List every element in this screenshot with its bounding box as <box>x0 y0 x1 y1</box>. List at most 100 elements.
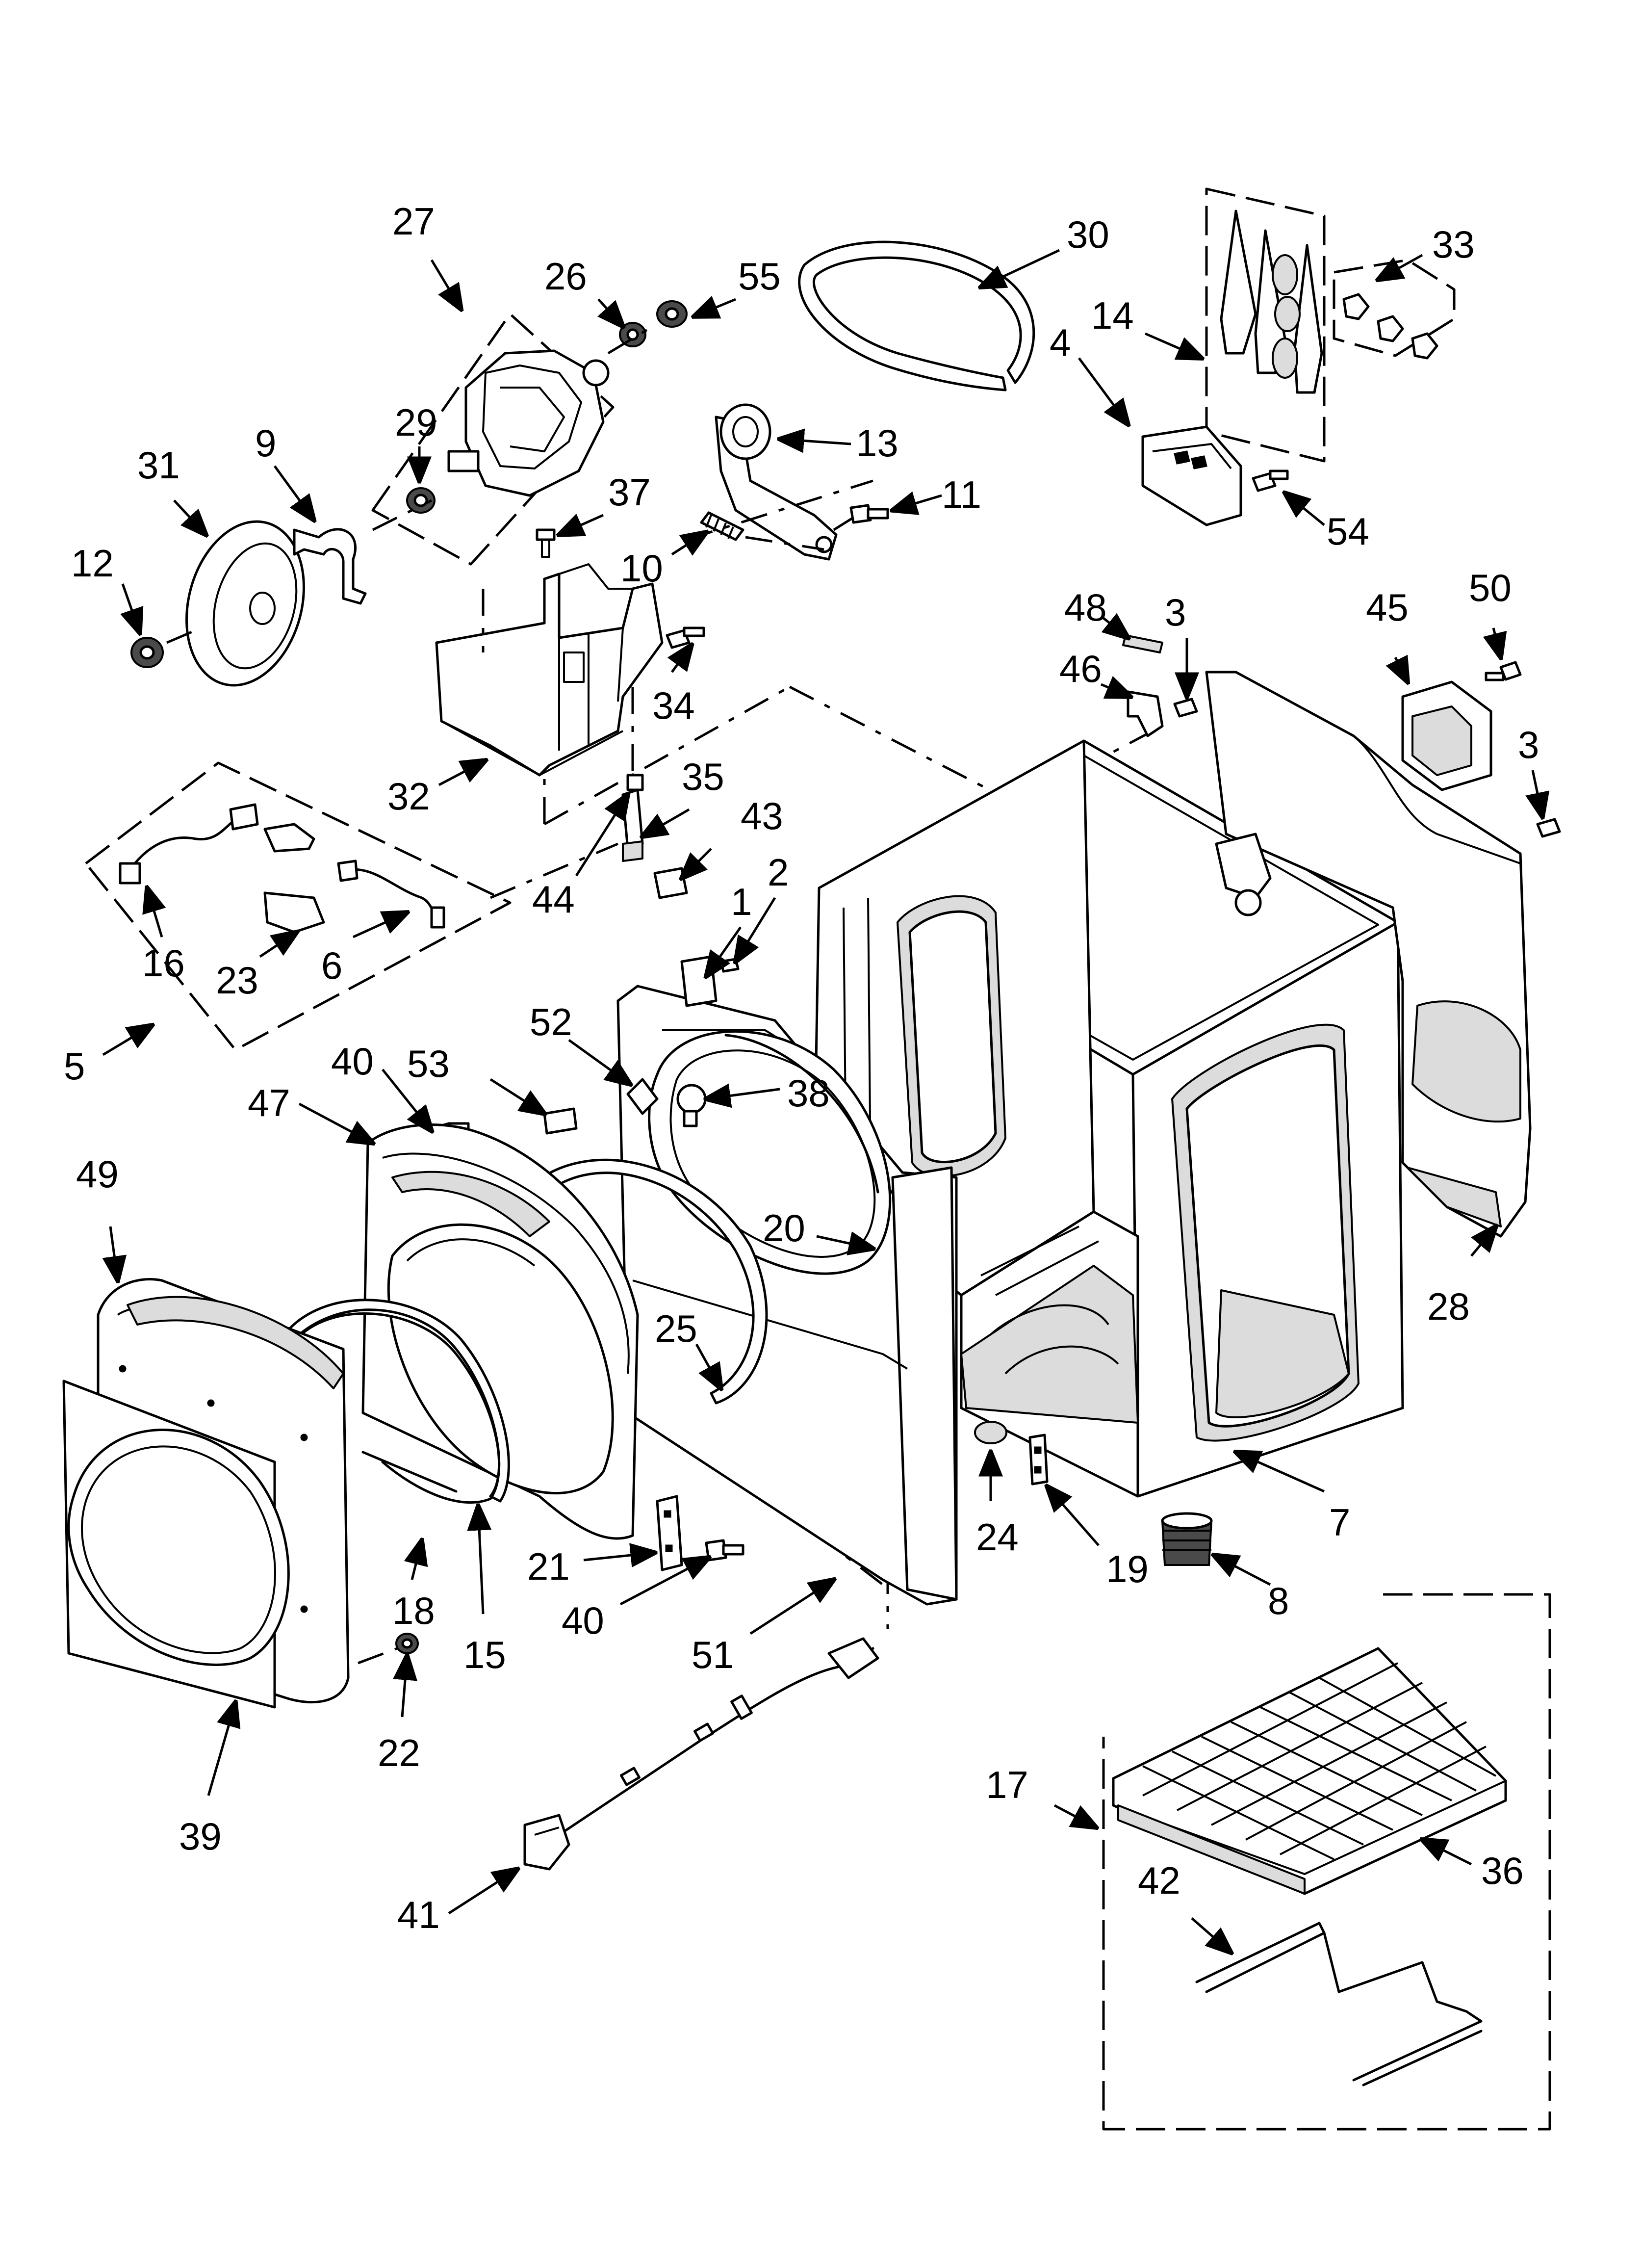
callout-label: 15 <box>463 1633 506 1676</box>
callout-label: 38 <box>787 1071 830 1115</box>
housing-screw-head <box>536 528 556 541</box>
rear-label-text <box>1411 705 1472 776</box>
callout-label: 1 <box>731 880 752 923</box>
cord-clip <box>730 1694 753 1720</box>
housing-window <box>563 652 585 683</box>
arrow-44 <box>575 795 628 877</box>
callout-label: 13 <box>856 421 898 465</box>
idler-pulley <box>719 403 771 460</box>
rack-grid-lines-b <box>1142 1662 1487 1855</box>
cord-clip <box>693 1722 714 1742</box>
thermistor-2 <box>1274 296 1301 332</box>
leader-line <box>745 536 824 551</box>
plug-detail <box>534 1826 560 1836</box>
terminal-kit-outline <box>1333 259 1456 357</box>
part-35-base <box>622 840 643 862</box>
switch-bracket <box>263 891 325 934</box>
arrow-38 <box>706 1089 780 1099</box>
callout-label: 20 <box>763 1206 805 1250</box>
callout-label: 47 <box>248 1081 290 1124</box>
thermistor <box>1272 254 1298 295</box>
arrow-9 <box>273 465 314 520</box>
wire-nut-3 <box>1411 332 1438 360</box>
callout-label: 26 <box>544 255 587 298</box>
hinge-19 <box>1028 1434 1049 1486</box>
front-panel-crease <box>632 1279 908 1370</box>
harness-connector <box>119 862 141 885</box>
callout-label: 27 <box>392 200 435 243</box>
part-1 <box>680 955 718 1007</box>
arrow-55 <box>694 299 736 316</box>
thermostat-group <box>1141 187 1456 526</box>
motor-kit-outline <box>371 313 615 566</box>
rack-grid-lines-a <box>1142 1677 1496 1860</box>
arrow-3b <box>1533 770 1542 817</box>
callout-label: 40 <box>331 1040 374 1083</box>
blower-group <box>130 240 1035 687</box>
callout-label: 9 <box>255 421 276 465</box>
arrow-11 <box>893 495 942 510</box>
arrow-37 <box>559 515 604 535</box>
outer-door-group <box>62 1278 350 1709</box>
spring-coils <box>705 515 734 539</box>
rear-panel-foot <box>1407 1167 1502 1227</box>
rear-panel-vent <box>1411 1000 1521 1123</box>
arrow-13 <box>780 439 851 444</box>
callout-label: 55 <box>738 255 781 298</box>
rack-grid <box>1142 1662 1496 1860</box>
front-hinge-21 <box>656 1495 683 1571</box>
callout-label: 44 <box>532 878 575 921</box>
callout-label: 22 <box>378 1731 420 1774</box>
cabinet-group <box>813 739 1404 1566</box>
callout-arrows <box>103 249 1542 1953</box>
door-inner-window-line <box>406 1238 536 1267</box>
arrow-41 <box>448 1869 517 1915</box>
base-floor <box>960 1265 1139 1424</box>
callout-label: 17 <box>986 1763 1028 1806</box>
callout-label: 19 <box>1106 1547 1149 1590</box>
arrow-7 <box>1236 1452 1325 1493</box>
housing-screw-34-shaft <box>683 626 705 637</box>
rack-front-lip <box>1117 1804 1306 1895</box>
cabinet-plug <box>974 1421 1007 1444</box>
rear-panel-group <box>1122 634 1561 1238</box>
callout-label: 40 <box>562 1599 604 1642</box>
bracket-screw-shaft <box>1269 469 1289 480</box>
rear-panel-ridge <box>1353 735 1521 864</box>
arrow-32 <box>438 760 486 786</box>
motor-shaft-end <box>582 359 610 387</box>
cord-clip <box>620 1767 641 1786</box>
drying-rack-group <box>1102 1593 1551 2131</box>
callout-label: 3 <box>1165 591 1186 634</box>
arrow-46 <box>1101 684 1130 697</box>
door-screw-hole <box>300 1605 308 1613</box>
callout-label: 50 <box>1469 566 1512 609</box>
outer-door-top-shade <box>127 1296 344 1389</box>
leader-line <box>607 322 658 355</box>
callout-label: 14 <box>1091 294 1134 337</box>
left-side-panel-inner <box>908 910 997 1164</box>
leg-top <box>1161 1512 1213 1530</box>
blower-housing <box>435 573 664 777</box>
callout-label: 30 <box>1067 213 1109 256</box>
part-46 <box>1127 690 1164 737</box>
ref-line <box>686 479 873 541</box>
door-screw-hole <box>119 1365 127 1373</box>
part-43 <box>653 867 688 899</box>
idler-pulley-hub <box>732 416 759 447</box>
arrow-50 <box>1493 627 1501 657</box>
wiring-kit-outline <box>84 761 512 1051</box>
door-seal <box>283 1299 510 1503</box>
arrow-19 <box>1047 1486 1100 1546</box>
switch-wire-plug <box>337 860 359 882</box>
arrow-21 <box>583 1553 655 1560</box>
cabinet-screw-3b <box>1536 818 1561 838</box>
arrow-12 <box>123 583 140 633</box>
arrow-35 <box>642 808 690 836</box>
motor-shaft <box>447 450 480 472</box>
power-cord-wire <box>543 1647 874 1846</box>
callout-label: 23 <box>216 959 258 1002</box>
callout-label: 43 <box>741 794 783 837</box>
callout-label: 54 <box>1327 510 1369 553</box>
door-inner-group <box>283 1123 639 1665</box>
